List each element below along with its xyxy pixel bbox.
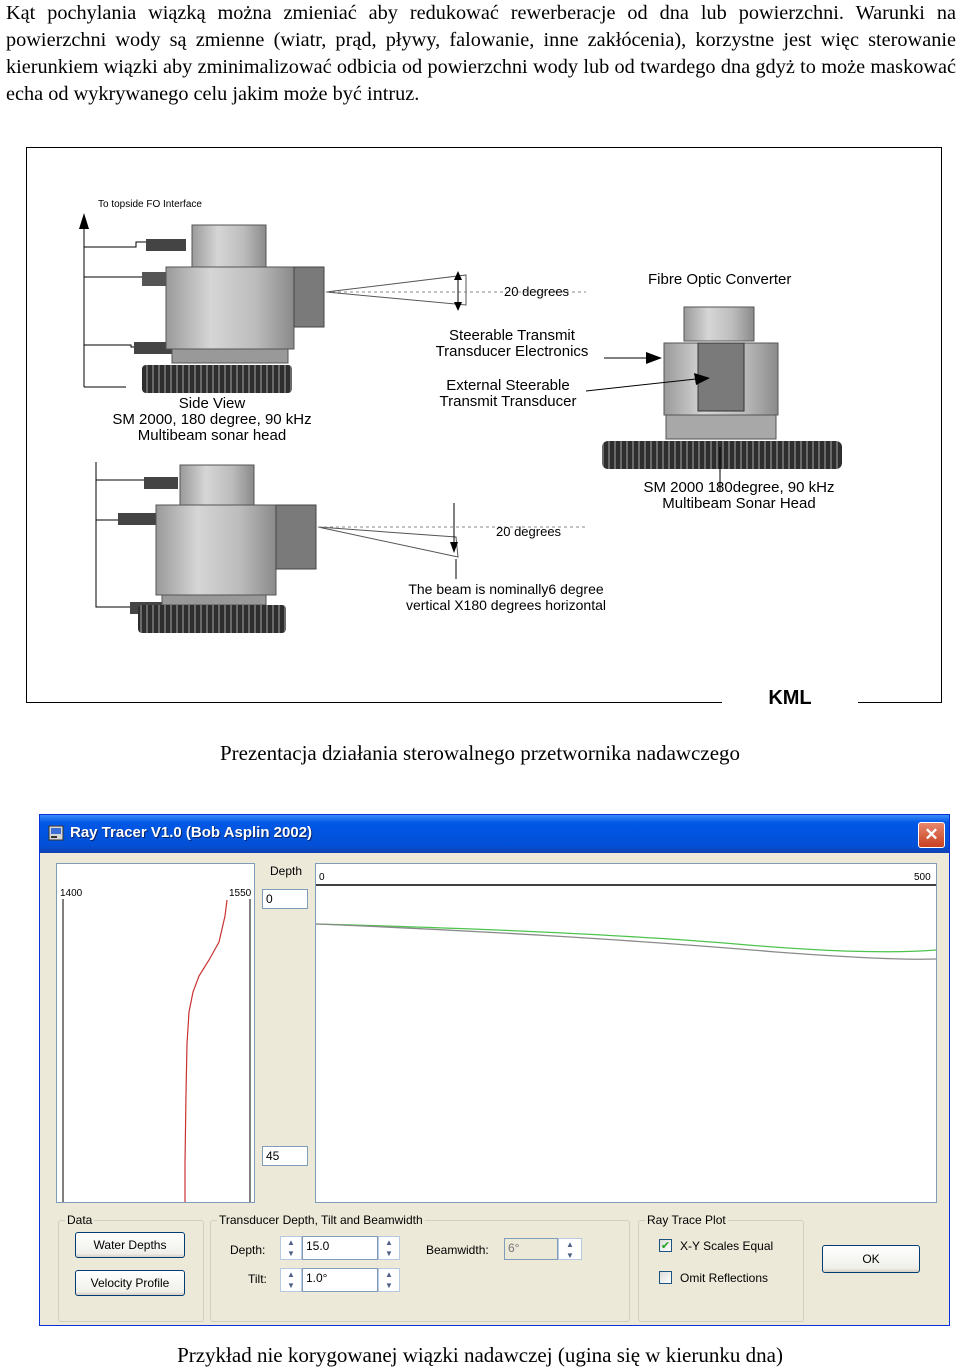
range-min-label: 0 <box>319 872 325 883</box>
tilt-spinner-right[interactable]: ▲▼ <box>378 1268 400 1292</box>
omit-reflections-label: Omit Reflections <box>680 1271 769 1285</box>
title-bar[interactable]: Ray Tracer V1.0 (Bob Asplin 2002) ✕ <box>40 815 949 853</box>
topside-label: To topside FO Interface <box>98 199 202 210</box>
beamwidth-input[interactable]: 6° <box>504 1238 558 1260</box>
depth-spinner[interactable]: ▲▼ <box>280 1236 302 1260</box>
xy-scales-label: X-Y Scales Equal <box>680 1239 774 1253</box>
velocity-profile-panel: 1400 1550 <box>56 863 255 1203</box>
water-depths-button[interactable]: Water Depths <box>75 1232 185 1258</box>
range-max-label: 500 <box>914 872 931 883</box>
ray-trace-panel: 0 500 <box>315 863 937 1203</box>
velocity-min-label: 1400 <box>60 888 83 899</box>
diagram-drawing <box>26 147 942 703</box>
tilt-input[interactable]: 1.0° <box>302 1268 378 1292</box>
tilt-label: Tilt: <box>248 1272 267 1286</box>
ray-trace-plot <box>316 884 936 960</box>
omit-reflections-checkbox[interactable] <box>659 1271 672 1284</box>
xy-scales-checkbox[interactable]: ✔ <box>659 1239 672 1252</box>
depth-top-field[interactable]: 0 <box>262 889 308 909</box>
kml-logo: KML <box>722 687 858 710</box>
tilt-spinner[interactable]: ▲▼ <box>280 1268 302 1292</box>
figure1-caption: Prezentacja działania sterowalnego przet… <box>219 741 741 765</box>
window-title: Ray Tracer V1.0 (Bob Asplin 2002) <box>70 824 313 841</box>
beamwidth-label: Beamwidth: <box>426 1243 489 1257</box>
data-group-title: Data <box>65 1213 95 1227</box>
beam-note-label: The beam is nominally6 degree vertical X… <box>405 581 606 613</box>
intro-paragraph: Kąt pochylania wiązką można zmieniać aby… <box>6 2 956 105</box>
transducer-group-title: Transducer Depth, Tilt and Beamwidth <box>217 1213 425 1227</box>
figure2-caption: Przykład nie korygowanej wiązki nadawcze… <box>177 1343 783 1367</box>
angle-top-label: 20 degrees <box>504 284 570 299</box>
ray-tracer-window: Ray Tracer V1.0 (Bob Asplin 2002) ✕ 1400… <box>40 815 949 1325</box>
depth-heading: Depth <box>270 864 303 878</box>
depth-input[interactable]: 15.0 <box>302 1236 378 1260</box>
fibre-optic-label: Fibre Optic Converter <box>648 271 792 288</box>
depth-field-label: Depth: <box>230 1243 266 1257</box>
transducer-diagram: To topside FO Interface 20 degrees Fibre… <box>26 147 942 703</box>
angle-bottom-label: 20 degrees <box>496 524 562 539</box>
plot-group: Ray Trace Plot <box>638 1213 804 1322</box>
velocity-profile-button[interactable]: Velocity Profile <box>75 1270 185 1296</box>
data-group: Data <box>58 1213 204 1322</box>
transducer-group: Transducer Depth, Tilt and Beamwidth <box>210 1213 630 1322</box>
beamwidth-spinner[interactable]: ▲▼ <box>558 1238 582 1260</box>
plot-group-title: Ray Trace Plot <box>645 1213 728 1227</box>
ok-button[interactable]: OK <box>822 1245 920 1273</box>
app-icon <box>48 825 64 841</box>
close-button[interactable]: ✕ <box>918 822 945 848</box>
depth-spinner-right[interactable]: ▲▼ <box>378 1236 400 1260</box>
velocity-max-label: 1550 <box>229 888 252 899</box>
velocity-profile-plot <box>62 899 251 1202</box>
depth-bottom-field[interactable]: 45 <box>262 1146 308 1166</box>
